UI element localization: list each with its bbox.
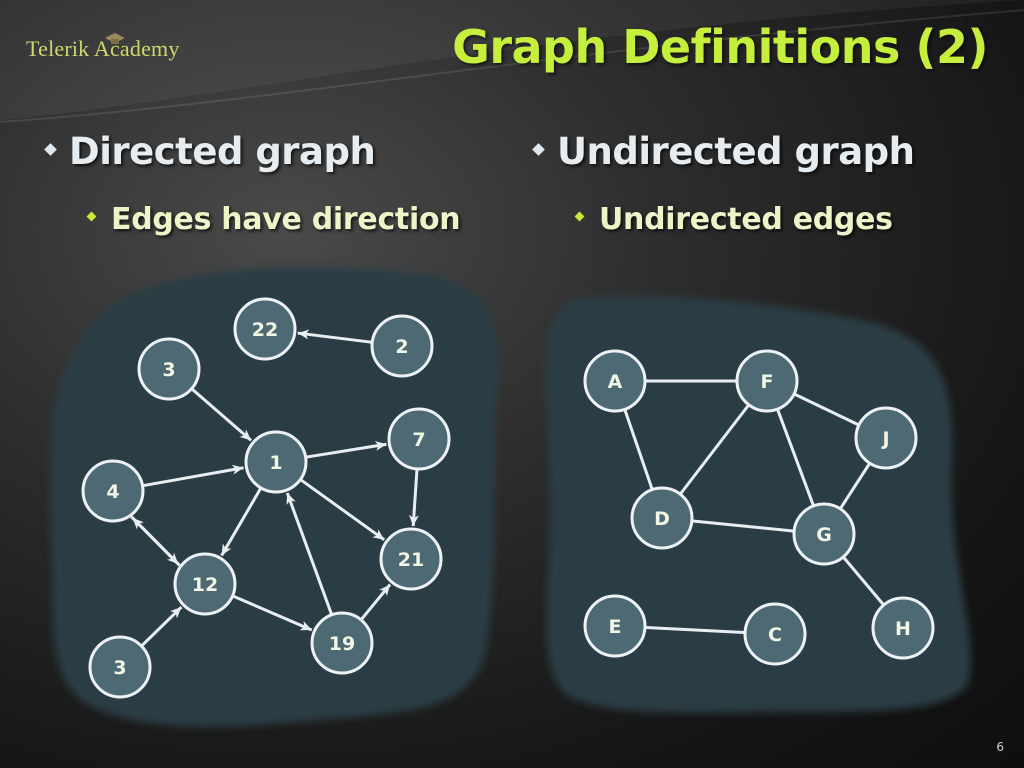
- node-22-label: 22: [252, 319, 278, 341]
- edge-3-to-1: [191, 388, 253, 442]
- edge-12-to-19: [232, 594, 313, 632]
- node-F-label: F: [761, 371, 774, 393]
- node-3-bottom-label: 3: [113, 657, 126, 679]
- node-3-top: 3: [137, 337, 201, 401]
- undirected-edges: [623, 379, 885, 634]
- node-1: 1: [244, 430, 308, 494]
- edge-F-to-J: [794, 393, 859, 426]
- node-1-label: 1: [269, 452, 282, 474]
- node-A-label: A: [608, 371, 623, 393]
- node-H: H: [871, 596, 935, 660]
- node-E-label: E: [609, 616, 622, 638]
- edge-D-to-G: [692, 519, 794, 533]
- node-C: C: [743, 602, 807, 666]
- edge-4-to-1: [143, 464, 244, 488]
- node-4-label: 4: [106, 481, 119, 503]
- edge-J-to-G: [839, 463, 871, 509]
- edge-E-to-C: [645, 626, 745, 634]
- node-21: 21: [379, 527, 443, 591]
- undirected-nodes: A F J D G E C H: [583, 349, 935, 666]
- node-12-label: 12: [192, 574, 218, 596]
- bullet-undirected-graph: Undirected graph: [532, 130, 915, 173]
- node-E: E: [583, 594, 647, 658]
- edge-F-to-D: [679, 404, 750, 495]
- node-2-label: 2: [395, 336, 408, 358]
- node-22: 22: [233, 297, 297, 361]
- node-A: A: [583, 349, 647, 413]
- node-3-bottom: 3: [88, 635, 152, 699]
- bullet-edges-have-direction-text: Edges have direction: [111, 202, 461, 237]
- edge-19-to-1: [285, 492, 333, 615]
- edge-F-to-G: [776, 409, 815, 506]
- bullet-undirected-edges: Undirected edges: [574, 202, 893, 237]
- edge-19-to-21: [360, 583, 392, 620]
- node-19-label: 19: [329, 633, 355, 655]
- directed-edges: [130, 329, 419, 647]
- edge-1-to-7: [306, 441, 387, 459]
- node-J-label: J: [880, 428, 889, 450]
- directed-nodes: 22 2 3 1 7 4 21 12: [81, 297, 451, 699]
- undirected-graph-area: [545, 296, 971, 713]
- node-7: 7: [387, 407, 451, 471]
- node-12: 12: [173, 552, 237, 616]
- edge-3bottom-to-12: [141, 605, 183, 647]
- bullet-directed-graph: Directed graph: [44, 130, 376, 173]
- bullet-edges-have-direction: Edges have direction: [86, 202, 461, 237]
- edge-4-to-12: [130, 515, 180, 566]
- edge-G-to-H: [842, 556, 885, 606]
- node-F: F: [735, 349, 799, 413]
- edge-1-to-21: [300, 478, 386, 541]
- bullet-directed-graph-text: Directed graph: [69, 130, 376, 173]
- node-G-label: G: [816, 524, 832, 546]
- node-2: 2: [370, 314, 434, 378]
- slide-number: 6: [996, 740, 1004, 754]
- node-G: G: [792, 502, 856, 566]
- node-19: 19: [310, 611, 374, 675]
- node-C-label: C: [768, 624, 782, 646]
- edge-A-to-D: [623, 409, 654, 490]
- node-3-top-label: 3: [162, 359, 175, 381]
- bullet-undirected-graph-text: Undirected graph: [557, 130, 915, 173]
- node-21-label: 21: [398, 549, 424, 571]
- node-7-label: 7: [412, 429, 425, 451]
- edge-1-to-12: [220, 488, 262, 557]
- node-J: J: [854, 406, 918, 470]
- edge-7-to-21: [408, 469, 419, 527]
- node-4: 4: [81, 459, 145, 523]
- node-H-label: H: [895, 618, 911, 640]
- bullet-undirected-edges-text: Undirected edges: [599, 202, 893, 237]
- node-D-label: D: [654, 508, 670, 530]
- edge-2-to-22: [297, 329, 372, 344]
- slide-title: Graph Definitions (2): [452, 20, 988, 74]
- telerik-academy-logo: Telerik Academy: [26, 36, 180, 61]
- node-D: D: [630, 486, 694, 550]
- graduation-cap-icon: [105, 33, 125, 44]
